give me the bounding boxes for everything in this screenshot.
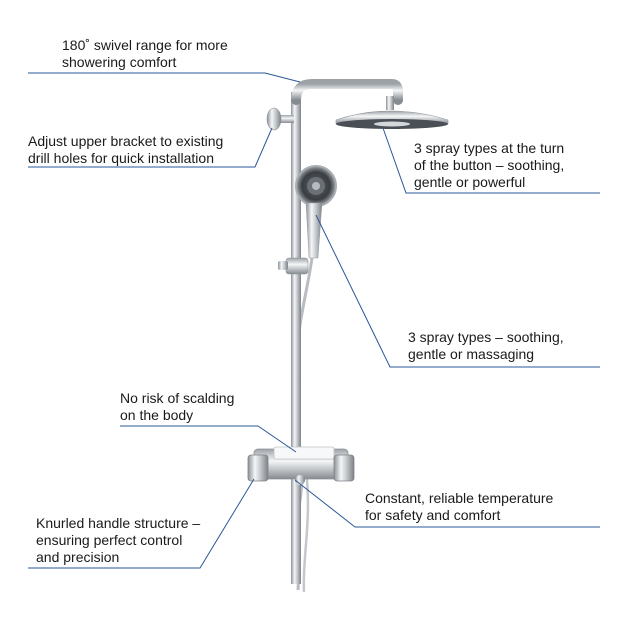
shower-hose-lower <box>302 469 310 593</box>
riser-pipe <box>291 92 301 584</box>
leader-swivel <box>28 72 301 83</box>
leader-headshower <box>382 127 600 194</box>
callout-temperature: Constant, reliable temperature for safet… <box>365 490 553 524</box>
callout-headshower: 3 spray types at the turn of the button … <box>414 140 564 191</box>
hand-shower-handle <box>305 202 323 259</box>
callout-bracket: Adjust upper bracket to existing drill h… <box>28 133 223 167</box>
callout-handle: Knurled handle structure – ensuring perf… <box>36 515 200 566</box>
callout-line: for safety and comfort <box>365 507 501 523</box>
callout-line: drill holes for quick installation <box>28 150 214 166</box>
thermostat-handle-left <box>247 454 269 482</box>
callout-line: Constant, reliable temperature <box>365 490 554 506</box>
callout-line: of the button – soothing, <box>414 157 565 173</box>
callout-line: gentle or massaging <box>408 346 535 362</box>
leader-scalding <box>120 425 297 453</box>
thermostat-handle-right <box>333 454 355 482</box>
leader-temperature <box>294 479 600 528</box>
callout-line: Knurled handle structure – <box>36 515 201 531</box>
callout-handshower: 3 spray types – soothing, gentle or mass… <box>408 329 564 363</box>
hand-shower-slider <box>285 257 309 275</box>
leader-bracket <box>28 127 273 168</box>
upper-bracket-plate <box>266 107 282 131</box>
callout-line: showering comfort <box>62 54 177 70</box>
callout-line: 180˚ swivel range for more <box>62 37 228 53</box>
callout-line: Adjust upper bracket to existing <box>28 133 224 149</box>
callout-scalding: No risk of scalding on the body <box>120 390 234 424</box>
callout-line: gentle or powerful <box>414 174 526 190</box>
callout-line: on the body <box>120 407 194 423</box>
leader-handshower <box>315 214 600 368</box>
callout-swivel: 180˚ swivel range for more showering com… <box>62 37 228 71</box>
callout-line: ensuring perfect control <box>36 532 183 548</box>
leader-handle <box>28 478 255 569</box>
callout-line: 3 spray types at the turn <box>414 140 565 156</box>
callout-line: No risk of scalding <box>120 390 235 406</box>
upper-bracket-arm <box>276 115 294 123</box>
swivel-elbow <box>291 79 403 105</box>
callout-line: and precision <box>36 549 120 565</box>
callout-line: 3 spray types – soothing, <box>408 329 564 345</box>
leader-lines <box>28 72 600 569</box>
thermostat-shelf <box>273 446 335 460</box>
head-connector <box>386 96 394 110</box>
